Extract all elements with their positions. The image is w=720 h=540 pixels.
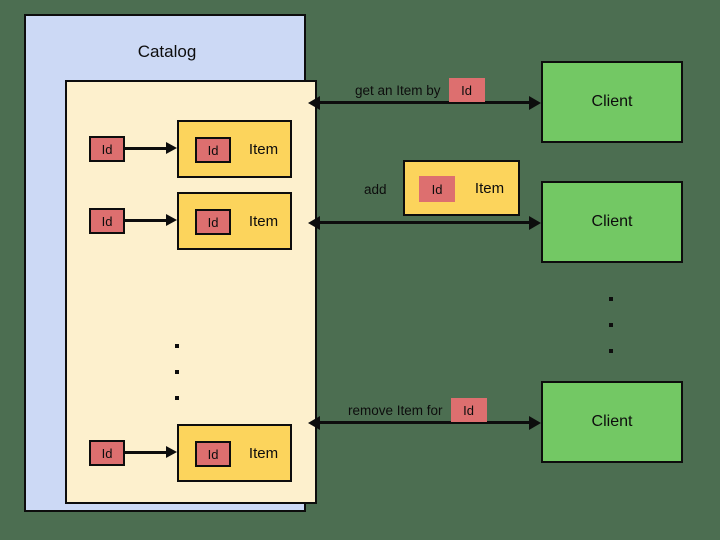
entry-key-box: Id <box>89 440 125 466</box>
operation-label-add: add <box>364 182 395 197</box>
arrow-shaft <box>318 101 531 104</box>
arrow-head-right <box>529 415 541 430</box>
operation-text: add <box>364 182 387 197</box>
entry-mapping-arrow-icon <box>125 446 177 458</box>
ellipsis-dot <box>175 396 179 400</box>
operation-label-get: get an Item by Id <box>355 78 485 102</box>
operation-text: remove Item for <box>348 402 443 418</box>
arrow-shaft <box>318 221 531 224</box>
item-key-box: Id <box>419 176 455 202</box>
operation-connector-get <box>308 95 541 110</box>
item-label: Item <box>248 444 279 462</box>
entry-item-box: Id Item <box>177 120 292 178</box>
catalog-entry-row: Id Id Item <box>67 192 319 250</box>
ellipsis-dot <box>609 297 613 301</box>
operation-label-remove: remove Item for Id <box>348 398 487 422</box>
ellipsis-dot <box>609 323 613 327</box>
arrow-head-left <box>308 415 320 430</box>
entry-item-box: Id Item <box>177 192 292 250</box>
item-label: Item <box>248 140 279 158</box>
catalog-ellipsis-icon <box>175 344 181 422</box>
client-box-1: Client <box>541 61 683 143</box>
client-ellipsis-icon <box>609 297 615 375</box>
operation-connector-remove <box>308 415 541 430</box>
catalog-container: Catalog Id Id Item Id <box>24 14 317 512</box>
catalog-title: Catalog <box>137 42 197 61</box>
arrow-head-left <box>308 95 320 110</box>
arrow-head <box>166 214 177 226</box>
arrow-head-left <box>308 215 320 230</box>
arrow-head <box>166 446 177 458</box>
item-key-box: Id <box>195 441 231 467</box>
operation-key-chip: Id <box>448 78 485 102</box>
operation-connector-add <box>308 215 541 230</box>
arrow-head-right <box>529 215 541 230</box>
arrow-head <box>166 142 177 154</box>
entry-item-box: Id Item <box>177 424 292 482</box>
operation-text: get an Item by <box>355 82 441 98</box>
arrow-shaft <box>125 147 169 150</box>
ellipsis-dot <box>175 370 179 374</box>
item-key-box: Id <box>195 209 231 235</box>
entry-key-box: Id <box>89 208 125 234</box>
entry-mapping-arrow-icon <box>125 142 177 154</box>
catalog-entry-row: Id Id Item <box>67 424 319 482</box>
entry-mapping-arrow-icon <box>125 214 177 226</box>
ellipsis-dot <box>175 344 179 348</box>
operation-item-payload-add: Id Item <box>403 160 520 216</box>
entry-key-box: Id <box>89 136 125 162</box>
arrow-shaft <box>125 219 169 222</box>
arrow-shaft <box>125 451 169 454</box>
arrow-shaft <box>318 421 531 424</box>
catalog-map-area: Id Id Item Id Id Item <box>65 80 317 504</box>
catalog-entry-row: Id Id Item <box>67 120 319 178</box>
client-box-3: Client <box>541 381 683 463</box>
ellipsis-dot <box>609 349 613 353</box>
client-box-2: Client <box>541 181 683 263</box>
operation-key-chip: Id <box>450 398 487 422</box>
arrow-head-right <box>529 95 541 110</box>
item-key-box: Id <box>195 137 231 163</box>
item-label: Item <box>474 179 505 197</box>
item-label: Item <box>248 212 279 230</box>
